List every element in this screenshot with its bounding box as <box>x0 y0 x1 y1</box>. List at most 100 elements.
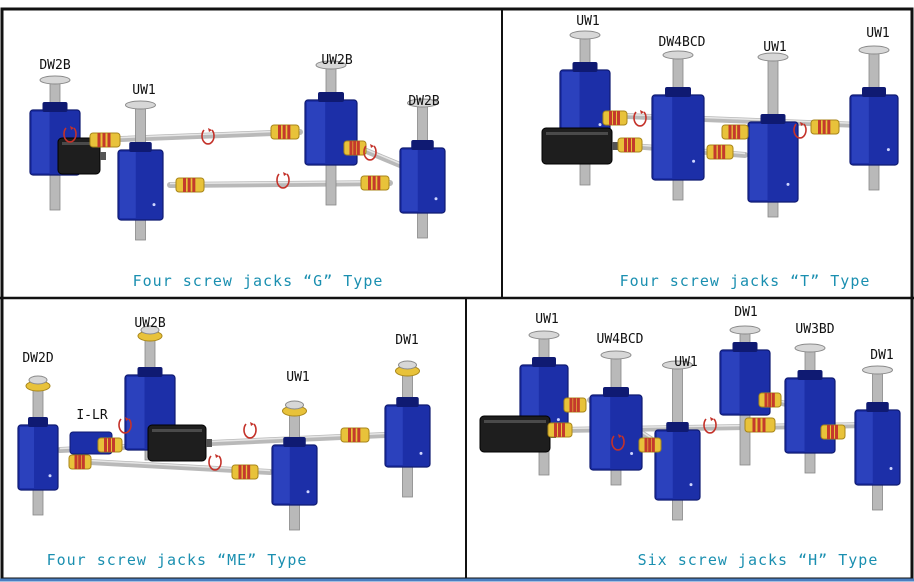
coupling-band <box>609 111 612 125</box>
coupling <box>820 424 846 440</box>
drive-shaft-highlight <box>94 129 301 140</box>
rotation-arrow-head <box>208 128 212 132</box>
jack-screw-hole <box>152 203 156 207</box>
jack-top-cap <box>137 367 163 377</box>
jack-housing-highlight <box>654 97 673 178</box>
coupling-band <box>238 465 242 479</box>
jack-lower-screw <box>767 201 779 218</box>
jack-top-plate <box>28 375 48 385</box>
coupling-band <box>97 133 101 147</box>
coupling-band <box>827 425 830 439</box>
jack-screw-hole <box>786 182 790 186</box>
coupling-band <box>752 418 756 432</box>
jack-screw-hole <box>434 197 438 201</box>
jack-top-plate <box>39 75 71 85</box>
jack-screw-hole <box>556 418 560 422</box>
jack-label: DW2B <box>39 58 71 73</box>
jack-top-plate <box>315 60 347 70</box>
jack-label: UW3BD <box>795 322 835 337</box>
screw-jack <box>384 360 431 498</box>
coupling-band <box>762 418 766 432</box>
jack-label: DW4BCD <box>658 35 706 50</box>
screw-jack <box>399 98 446 239</box>
jack-housing-highlight <box>857 412 873 483</box>
coupling <box>744 417 776 433</box>
jack-top-plate <box>125 100 156 110</box>
jack-lower-screw <box>672 179 684 201</box>
jack-label: UW2B <box>321 53 353 68</box>
jack-label: UW1 <box>866 26 890 41</box>
coupling-band <box>368 176 371 190</box>
part-layer <box>17 30 901 531</box>
rotation-arrow <box>243 423 257 439</box>
jack-label: UW4BCD <box>596 332 644 347</box>
coupling <box>706 144 734 160</box>
jack-housing-highlight <box>852 97 869 163</box>
coupling-band <box>818 120 821 134</box>
coupling <box>89 132 121 148</box>
coupling-band <box>348 428 351 442</box>
jack-screw-hole <box>689 483 693 487</box>
jack-top-plate <box>285 400 304 410</box>
coupling-band <box>282 125 286 139</box>
jack-screw-hole <box>889 467 893 470</box>
coupling <box>721 124 749 140</box>
coupling-band <box>112 438 115 452</box>
jack-spindle <box>672 364 683 431</box>
jack-housing-highlight <box>387 407 403 465</box>
coupling <box>340 427 370 443</box>
rotation-arrow-head <box>125 417 129 421</box>
panel-caption: Four screw jacks “T” Type <box>619 272 871 290</box>
rotation-arrow-head <box>370 144 374 148</box>
coupling-band <box>617 111 620 125</box>
jack-top-cap <box>572 62 598 72</box>
motor-highlight <box>152 429 202 432</box>
drive-shaft <box>92 129 303 143</box>
jack-screw-hole <box>306 490 310 494</box>
servo-motor <box>479 415 556 453</box>
rotation-arrow <box>63 127 77 143</box>
coupling-band <box>562 423 565 437</box>
rotation-arrow-head <box>250 422 254 426</box>
jack-label: UW1 <box>674 355 698 370</box>
coupling <box>638 437 662 453</box>
jack-label: UW1 <box>535 312 559 327</box>
jack-screw-hole <box>886 148 890 152</box>
rotation-arrow-head <box>800 122 804 126</box>
screw-jack <box>519 330 569 476</box>
drive-shaft <box>167 180 393 188</box>
jack-lower-screw <box>49 174 61 211</box>
rotation-arrow <box>363 145 377 161</box>
coupling-band <box>648 438 652 452</box>
jack-lower-screw <box>325 164 337 206</box>
jack-top-cap <box>665 87 691 97</box>
coupling-band <box>372 176 376 190</box>
jack-screw-hole <box>630 452 634 455</box>
coupling-band <box>353 141 357 155</box>
panel-caption: Four screw jacks “ME” Type <box>46 551 308 569</box>
rotation-arrow-head <box>215 454 219 458</box>
jack-label: UW1 <box>286 370 310 385</box>
jack-label: DW2D <box>22 351 54 366</box>
coupling-band <box>104 438 107 452</box>
jack-top-cap <box>732 342 758 352</box>
jack-housing-highlight <box>32 112 50 173</box>
screw-jack <box>784 343 836 474</box>
jack-housing-highlight <box>127 377 145 448</box>
jack-housing-highlight <box>307 102 326 163</box>
jack-label: DW1 <box>870 348 894 363</box>
coupling-band <box>102 133 106 147</box>
coupling-band <box>554 423 557 437</box>
coupling-band <box>352 428 356 442</box>
jack-screw-hole <box>419 451 423 455</box>
jack-top-cap <box>862 87 886 97</box>
coupling-band <box>569 398 573 412</box>
screw-jack <box>719 325 771 466</box>
jack-housing-highlight <box>562 72 580 138</box>
coupling <box>758 392 782 408</box>
jack-screw-hole <box>48 474 52 478</box>
screw-jack <box>271 400 318 531</box>
rotation-arrow <box>208 455 222 471</box>
jack-top-plate <box>407 98 438 108</box>
coupling-band <box>187 178 191 192</box>
